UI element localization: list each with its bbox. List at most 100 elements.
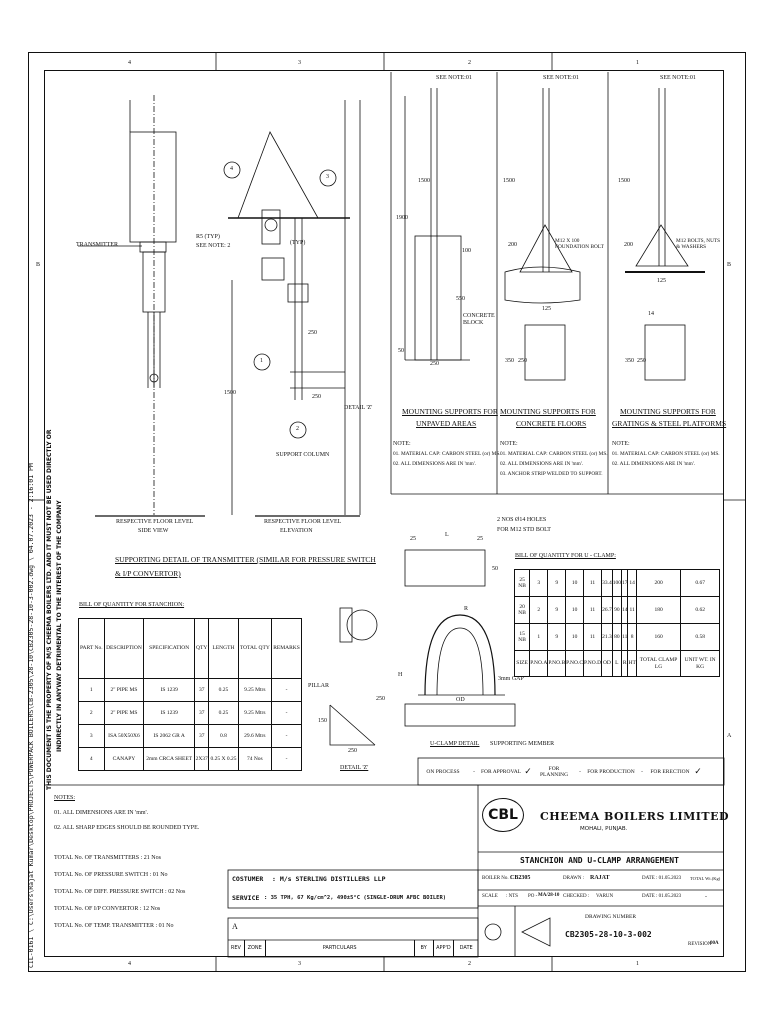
balloon-1: 1 [260, 358, 263, 364]
stanchion-cell: LENGTH [208, 618, 239, 679]
stanchion-cell: 37 [194, 724, 210, 748]
stanchion-cell: REMARKS [271, 618, 302, 679]
floor-level-elevation: RESPECTIVE FLOOR LEVEL [264, 519, 342, 525]
uclamp-dim-25a: 25 [410, 536, 416, 542]
uclamp-od: OD [456, 697, 465, 703]
dim-1500: 1500 [224, 390, 236, 396]
status-on-process-mark: - [473, 768, 475, 775]
zone-row-b-right: B [727, 262, 732, 268]
service-label: SERVICE [232, 894, 260, 902]
stanchion-cell: 29.6 Mtrs [237, 724, 273, 748]
uclamp-gap: 3mm GAP [498, 676, 524, 682]
stanchion-cell: 0.25 X 0.25 [208, 747, 239, 771]
mount3-see-note: SEE NOTE:01 [660, 75, 696, 81]
uclamp-cell: 90 [611, 596, 622, 624]
zone-col-3-top: 3 [298, 60, 301, 66]
mount1-note-head: NOTE: [393, 441, 411, 447]
uclamp-cell: 1 [529, 623, 549, 651]
uclamp-dim-50: 50 [492, 566, 498, 572]
stanchion-cell: 0.8 [208, 724, 239, 748]
stanchion-cell: IS 1239 [143, 701, 196, 725]
stanchion-cell: 74 Nos [237, 747, 273, 771]
uclamp-cell: 8 [627, 623, 637, 651]
po-value: MA/28-10 [538, 893, 560, 898]
mount2-dim-1500: 1500 [503, 178, 515, 184]
uclamp-cell: 3 [529, 569, 549, 597]
total-transmitters: TOTAL No. OF TRANSMITTERS : 21 Nos [54, 855, 161, 861]
zone-col-4-bottom: 4 [128, 961, 131, 967]
total-temp-transmitter: TOTAL No. OF TEMP. TRANSMITTER : 01 No [54, 923, 174, 929]
dim-250-vertical: 250 [308, 330, 317, 336]
stanchion-cell: 0.25 [208, 678, 239, 702]
uclamp-cell: 9 [547, 596, 567, 624]
date-col: DATE [459, 945, 473, 951]
mount3-dim-250: 250 [637, 358, 646, 364]
mount2-note-3: 03. ANCHOR STRIP WELDED TO SUPPORT. [500, 471, 603, 477]
total-diff-pressure-switch: TOTAL No. OF DIFF. PRESSURE SWITCH : 02 … [54, 889, 186, 895]
uclamp-cell: 20 NB [513, 596, 531, 624]
uclamp-cell: SIZE [513, 650, 531, 677]
status-on-process: ON PROCESS [426, 768, 460, 775]
uclamp-cell: 11 [582, 569, 603, 597]
status-for-production-mark: - [641, 768, 643, 775]
scale-value: : NTS [506, 894, 519, 899]
r5-typ-label: R5 (TYP) [196, 234, 220, 240]
uclamp-cell: 9 [547, 569, 567, 597]
uclamp-cell: 26.7 [601, 596, 613, 624]
stanchion-cell: - [271, 701, 302, 725]
uclamp-r: R [464, 606, 469, 612]
uclamp-dim-25b: 25 [477, 536, 483, 542]
uclamp-cell: 11 [582, 623, 603, 651]
uclamp-cell: 2 [529, 596, 549, 624]
dim-250-horizontal: 250 [312, 394, 321, 400]
status-for-erection-mark: ✓ [694, 766, 702, 776]
mount3-dim-1500: 1500 [618, 178, 630, 184]
mount2-foundation-bolt: M12 X 100 FOUNDATION BOLT [555, 238, 604, 251]
zone-row-a-right: A [727, 733, 732, 739]
drawing-number: CB2305-28-10-3-002 [565, 930, 652, 939]
mount2-dim-350: 350 [505, 358, 514, 364]
mount3-title-1: MOUNTING SUPPORTS FOR [620, 407, 716, 416]
status-for-planning: FOR PLANNING [539, 765, 569, 778]
mount1-title-1: MOUNTING SUPPORTS FOR [402, 407, 498, 416]
stanchion-cell: IS 2062 GR A [143, 724, 196, 748]
drawn-label: DRAWN : [563, 876, 585, 881]
stanchion-cell: IS 1239 [143, 678, 196, 702]
mount1-concrete-block: CONCRETE BLOCK [463, 313, 495, 326]
mount3-note-2: 02. ALL DIMENSIONS ARE IN 'mm'. [612, 461, 696, 467]
date-2: : 01.05.2023 [656, 894, 682, 899]
company-logo: CBL [482, 798, 524, 832]
zone-col-3-bottom: 3 [298, 961, 301, 967]
uclamp-cell: OD [601, 650, 613, 677]
stanchion-cell: 3 [78, 724, 105, 748]
stanchion-cell: 1 [78, 678, 105, 702]
notes-heading: NOTES: [54, 795, 75, 801]
checked-by: VARUN [596, 894, 614, 899]
detail-z-dim-250h: 250 [348, 748, 357, 754]
uclamp-cell: P.NO.B [547, 650, 567, 677]
mount1-dim-1500: 1500 [418, 178, 430, 184]
stanchion-cell: - [271, 724, 302, 748]
mount1-dim-550: 550 [456, 296, 465, 302]
total-pressure-switch: TOTAL No. OF PRESSURE SWITCH : 01 No [54, 872, 168, 878]
pillar-label: PILLAR [308, 683, 329, 689]
drawing-sheet-border [28, 52, 746, 972]
mount3-note-head: NOTE: [612, 441, 630, 447]
mount3-dim-125: 125 [657, 278, 666, 284]
customer-label: COSTUMER [232, 875, 264, 883]
see-note-2-label: SEE NOTE: 2 [196, 243, 231, 249]
uclamp-cell: 160 [635, 623, 682, 651]
uclamp-cell: 0.58 [680, 623, 720, 651]
detail-z-dim-250v: 250 [376, 696, 385, 702]
mount1-dim-250: 250 [430, 361, 439, 367]
mount1-dim-1900: 1900 [396, 215, 408, 221]
boiler-no-label: BOILER No. : [482, 876, 512, 881]
uclamp-cell: 11 [582, 596, 603, 624]
transmitter-heading-2: & I/P CONVERTOR) [115, 569, 181, 578]
company-place: MOHALI, PUNJAB. [580, 826, 628, 832]
